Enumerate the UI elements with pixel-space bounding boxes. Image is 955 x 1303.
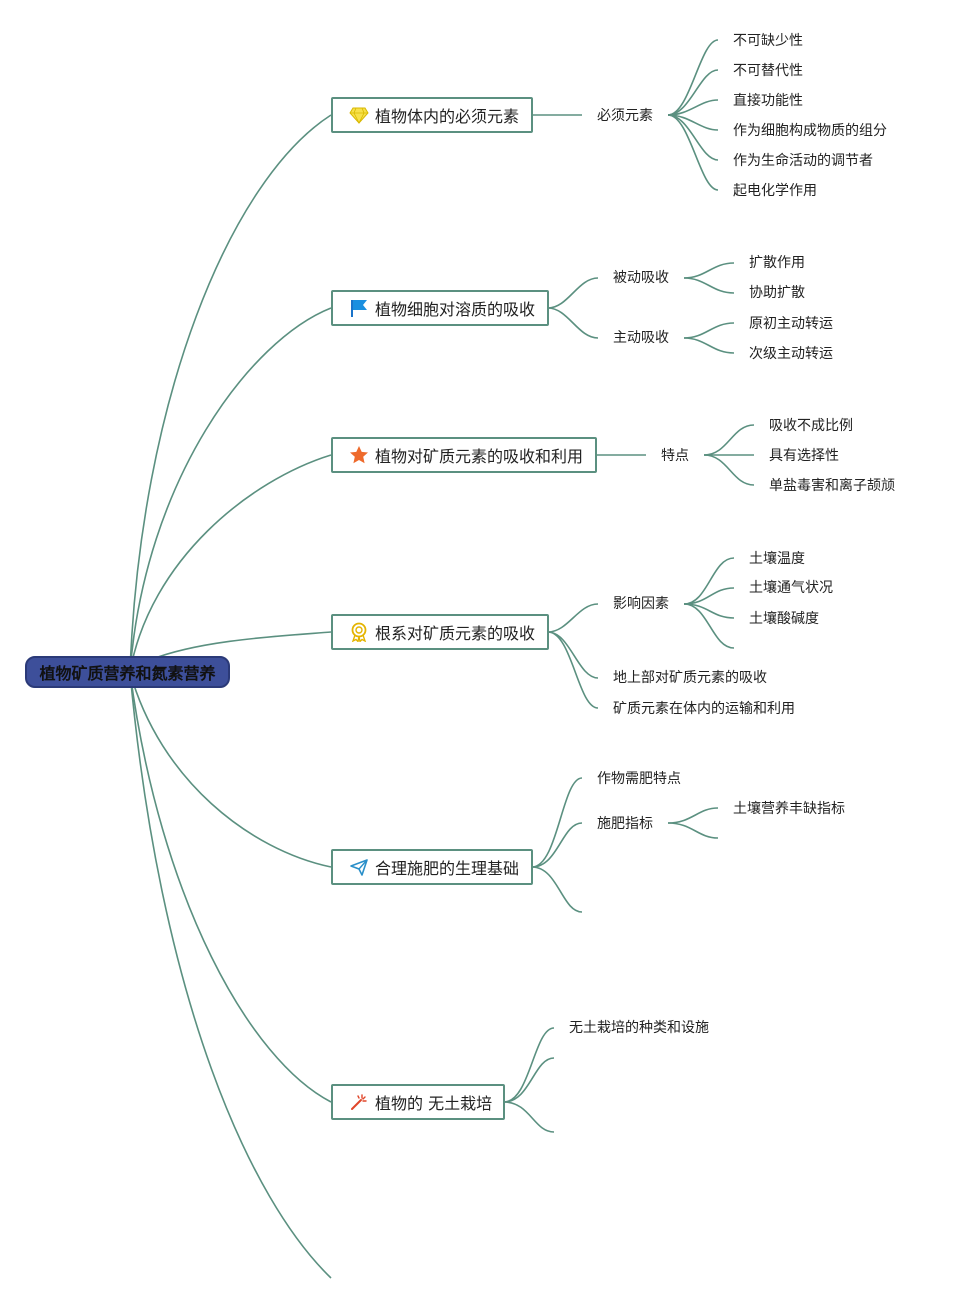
leaf-item[interactable]: 土壤通气状况 [749, 580, 833, 596]
flag-icon [349, 298, 369, 318]
topic-label: 根系对矿质元素的吸收 [375, 624, 536, 643]
leaf-item[interactable]: 原初主动转运 [749, 316, 833, 332]
leaf-item[interactable]: 具有选择性 [769, 448, 839, 464]
leaf-item[interactable]: 不可缺少性 [733, 33, 803, 49]
node-essential-elements[interactable]: 必须元素 [597, 108, 653, 124]
leaf-item[interactable]: 单盐毒害和离子颉颃 [769, 478, 895, 494]
topic-label: 植物细胞对溶质的吸收 [375, 300, 536, 319]
topic-solute-absorption[interactable]: 植物细胞对溶质的吸收 [331, 290, 549, 326]
star-icon [349, 445, 369, 465]
topic-essential-elements[interactable]: 植物体内的必须元素 [331, 97, 533, 133]
leaf-item[interactable]: 土壤营养丰缺指标 [733, 801, 845, 817]
leaf-item[interactable]: 直接功能性 [733, 93, 803, 109]
node-features[interactable]: 特点 [661, 448, 689, 464]
leaf-item[interactable]: 土壤酸碱度 [749, 611, 819, 627]
leaf-item[interactable]: 不可替代性 [733, 63, 803, 79]
topic-label: 合理施肥的生理基础 [375, 859, 520, 878]
topic-label: 植物对矿质元素的吸收和利用 [375, 447, 584, 466]
leaf-item[interactable]: 吸收不成比例 [769, 418, 853, 434]
diamond-icon [349, 105, 369, 125]
leaf-item[interactable]: 扩散作用 [749, 255, 805, 271]
topic-fertilization[interactable]: 合理施肥的生理基础 [331, 849, 533, 885]
topic-root-absorption[interactable]: 根系对矿质元素的吸收 [331, 614, 549, 650]
node-crop-fertilizer-needs[interactable]: 作物需肥特点 [597, 771, 681, 787]
topic-mineral-use[interactable]: 植物对矿质元素的吸收和利用 [331, 437, 597, 473]
node-fertilization-indicators[interactable]: 施肥指标 [597, 816, 653, 832]
topic-soilless-culture[interactable]: 植物的 无土栽培 [331, 1084, 505, 1120]
leaf-item[interactable]: 协助扩散 [749, 285, 805, 301]
leaf-item[interactable]: 起电化学作用 [733, 183, 817, 199]
leaf-item[interactable]: 作为细胞构成物质的组分 [733, 123, 887, 139]
node-soilless-types[interactable]: 无土栽培的种类和设施 [569, 1020, 709, 1036]
topic-label: 植物的 无土栽培 [375, 1094, 493, 1113]
magic-wand-icon [349, 1092, 369, 1112]
leaf-item[interactable]: 次级主动转运 [749, 346, 833, 362]
paper-plane-icon [349, 857, 369, 877]
node-influencing-factors[interactable]: 影响因素 [613, 596, 669, 612]
leaf-item[interactable]: 土壤温度 [749, 551, 805, 567]
node-transport-use[interactable]: 矿质元素在体内的运输和利用 [613, 701, 795, 717]
node-foliar-absorption[interactable]: 地上部对矿质元素的吸收 [613, 670, 767, 686]
node-active-absorption[interactable]: 主动吸收 [613, 330, 669, 346]
topic-label: 植物体内的必须元素 [375, 107, 520, 126]
medal-icon [349, 622, 369, 642]
node-passive-absorption[interactable]: 被动吸收 [613, 270, 669, 286]
leaf-item[interactable]: 作为生命活动的调节者 [733, 153, 873, 169]
root-topic[interactable]: 植物矿质营养和氮素营养 [25, 656, 230, 688]
